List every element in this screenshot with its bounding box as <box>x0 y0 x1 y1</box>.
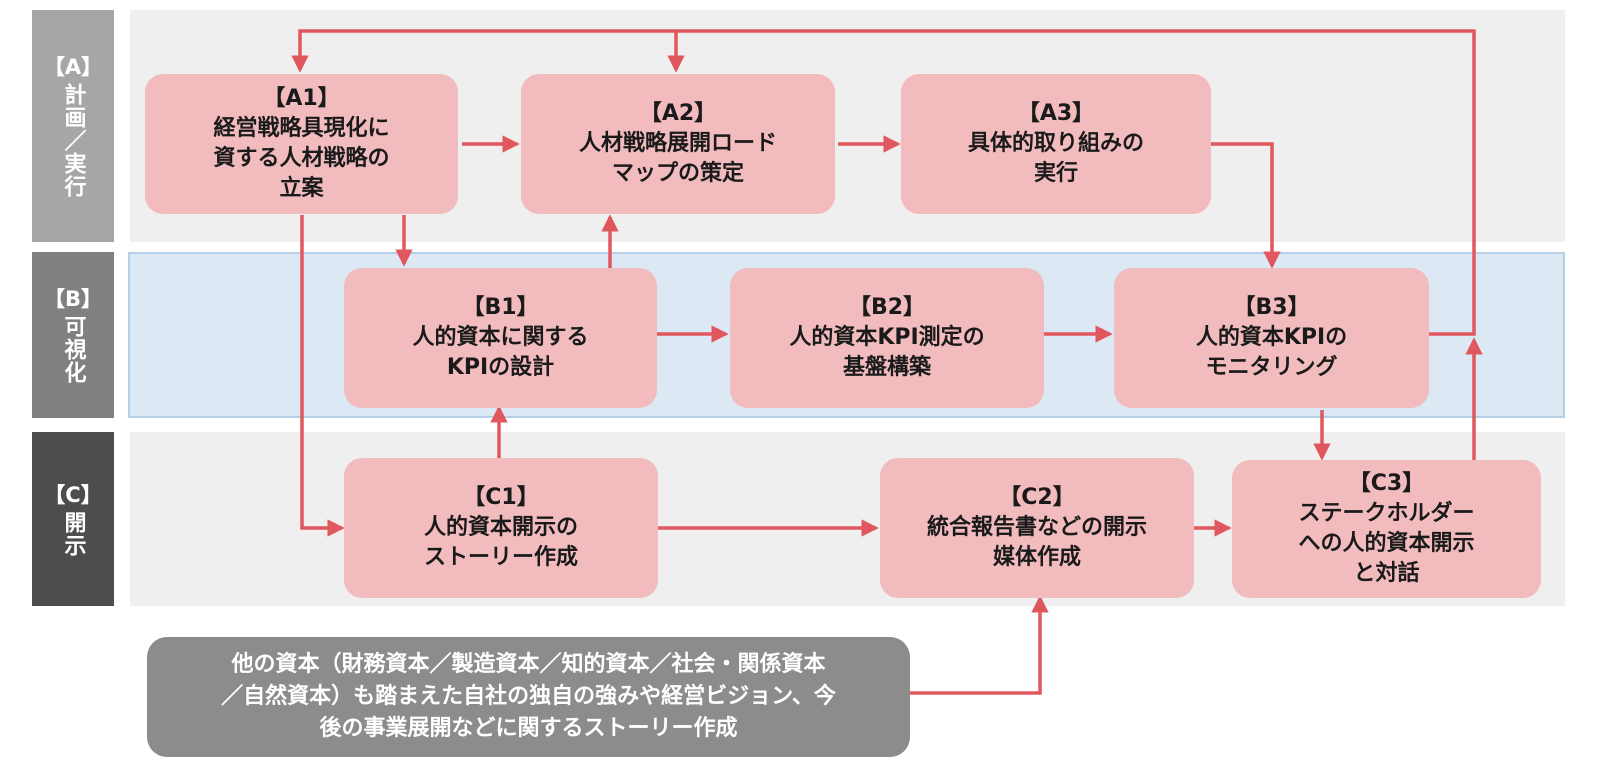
section-code-a: 【A】 <box>43 55 103 79</box>
node-a1-line-1: 経営戦略具現化に <box>213 116 390 141</box>
node-b3-line-1: 人的資本KPIの <box>1195 325 1348 350</box>
story-note-line-2: ／自然資本）も踏まえた自社の独自の強みや経営ビジョン、今 <box>221 684 836 709</box>
story-note: 他の資本（財務資本／製造資本／知的資本／社会・関係資本 ／自然資本）も踏まえた自… <box>147 637 910 757</box>
node-b3: 【B3】 人的資本KPIの モニタリング <box>1114 268 1429 408</box>
section-label-c: 【C】 開示 <box>32 432 114 606</box>
arrow-a1-c1 <box>300 215 345 537</box>
node-c2-id: 【C2】 <box>999 485 1075 510</box>
story-note-line-1: 他の資本（財務資本／製造資本／知的資本／社会・関係資本 <box>231 652 826 677</box>
node-c3-id: 【C3】 <box>1348 471 1425 496</box>
node-a3-line-2: 実行 <box>1033 161 1078 186</box>
node-b2: 【B2】 人的資本KPI測定の 基盤構築 <box>730 268 1044 408</box>
node-b2-line-1: 人的資本KPI測定の <box>789 325 985 350</box>
node-c1: 【C1】 人的資本開示の ストーリー作成 <box>344 458 658 598</box>
arrow-loop-top <box>291 29 1476 336</box>
node-a3: 【A3】 具体的取り組みの 実行 <box>901 74 1211 214</box>
node-a1-line-2: 資する人材戦略の <box>213 146 390 171</box>
node-a1-line-3: 立案 <box>279 176 324 201</box>
section-label-a: 【A】 計画／実行 <box>32 10 114 242</box>
node-a2: 【A2】 人材戦略展開ロード マップの策定 <box>521 74 835 214</box>
node-b2-id: 【B2】 <box>848 295 926 320</box>
node-c2-line-2: 媒体作成 <box>992 545 1081 570</box>
arrow-note-c2 <box>910 595 1049 695</box>
section-label-b: 【B】 可視化 <box>32 252 114 418</box>
node-b3-id: 【B3】 <box>1233 295 1310 320</box>
node-c1-line-2: ストーリー作成 <box>423 545 578 570</box>
section-name-a: 計画／実行 <box>60 83 86 198</box>
node-b2-line-2: 基盤構築 <box>842 355 931 380</box>
section-code-b: 【B】 <box>43 287 102 311</box>
arrow-a3-b3 <box>1211 142 1281 269</box>
node-b1-line-1: 人的資本に関する <box>412 325 589 350</box>
node-a3-line-1: 具体的取り組みの <box>967 131 1144 156</box>
story-note-line-3: 後の事業展開などに関するストーリー作成 <box>319 716 738 741</box>
node-c1-id: 【C1】 <box>463 485 539 510</box>
node-a1: 【A1】 経営戦略具現化に 資する人材戦略の 立案 <box>145 74 458 214</box>
section-name-b: 可視化 <box>60 315 86 384</box>
node-a3-id: 【A3】 <box>1017 101 1095 126</box>
node-c3: 【C3】 ステークホルダー への人的資本開示 と対話 <box>1232 460 1541 598</box>
node-b3-line-2: モニタリング <box>1205 355 1338 380</box>
node-b1-id: 【B1】 <box>462 295 539 320</box>
node-c3-line-3: と対話 <box>1353 561 1420 586</box>
node-a2-line-2: マップの策定 <box>611 161 744 186</box>
node-c3-line-2: への人的資本開示 <box>1298 531 1475 556</box>
node-b1-line-2: KPIの設計 <box>446 355 555 380</box>
node-c1-line-1: 人的資本開示の <box>423 515 578 540</box>
node-a2-id: 【A2】 <box>639 101 717 126</box>
section-name-c: 開示 <box>60 510 86 557</box>
node-a2-line-1: 人材戦略展開ロード <box>578 131 777 156</box>
node-c3-line-1: ステークホルダー <box>1298 501 1475 526</box>
section-code-c: 【C】 <box>44 482 102 507</box>
node-c2: 【C2】 統合報告書などの開示 媒体作成 <box>880 458 1194 598</box>
node-c2-line-1: 統合報告書などの開示 <box>926 515 1147 540</box>
node-a1-id: 【A1】 <box>263 86 340 111</box>
node-b1: 【B1】 人的資本に関する KPIの設計 <box>344 268 657 408</box>
